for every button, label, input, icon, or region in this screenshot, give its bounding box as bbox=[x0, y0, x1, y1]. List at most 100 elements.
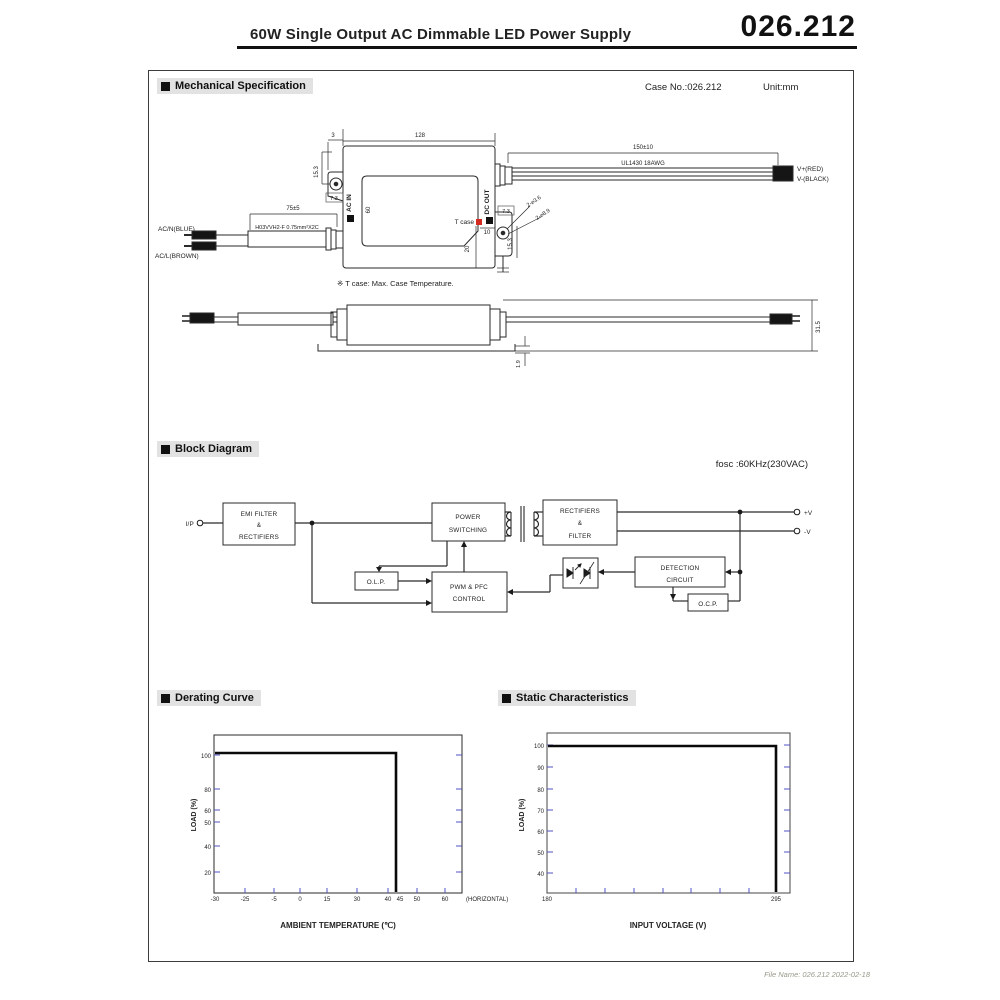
wire-vminus-label: V-(BLACK) bbox=[797, 176, 829, 183]
section-label: Block Diagram bbox=[175, 443, 253, 455]
power-line1: POWER bbox=[455, 514, 480, 521]
output-wire-drawing bbox=[494, 163, 794, 187]
emi-line3: RECTIFIERS bbox=[239, 534, 279, 541]
dc-out-label: DC OUT bbox=[484, 190, 491, 215]
section-static-characteristics: Static Characteristics bbox=[498, 690, 636, 706]
mechanical-drawing: 3 128 15.3 7.3 60 75±5 150±10 7.3 10 20 … bbox=[155, 129, 829, 368]
static-xtick-labels: 180 295 bbox=[542, 897, 782, 903]
ytick: 50 bbox=[537, 851, 544, 857]
section-label: Static Characteristics bbox=[516, 692, 629, 704]
derating-ytick-labels: 100 80 60 50 40 20 bbox=[201, 754, 212, 877]
vminus-terminal-label: -V bbox=[804, 529, 811, 536]
tcase-label: T case bbox=[455, 219, 475, 226]
xtick: 45 bbox=[397, 897, 404, 903]
det-line2: CIRCUIT bbox=[666, 577, 693, 584]
derating-yticks bbox=[214, 754, 462, 873]
det-line1: DETECTION bbox=[661, 565, 700, 572]
static-ylabel: LOAD (%) bbox=[519, 799, 526, 832]
derating-plot-frame bbox=[213, 734, 463, 894]
xtick: -5 bbox=[271, 897, 277, 903]
emi-line2: & bbox=[257, 522, 262, 529]
static-xticks bbox=[575, 888, 750, 893]
derating-xlabel: AMBIENT TEMPERATURE (℃) bbox=[280, 921, 396, 930]
ytick: 100 bbox=[201, 754, 212, 760]
section-marker-icon bbox=[161, 693, 170, 703]
section-marker-icon bbox=[502, 693, 511, 703]
ytick: 80 bbox=[204, 788, 211, 794]
content-frame bbox=[148, 70, 854, 962]
xtick: -25 bbox=[241, 897, 250, 903]
derating-curve-chart: 100 80 60 50 40 20 -30 -25 -5 0 15 30 40… bbox=[191, 734, 509, 930]
section-derating-curve: Derating Curve bbox=[157, 690, 261, 706]
dim-body-inner: 60 bbox=[366, 206, 372, 213]
case-no: Case No.:026.212 bbox=[645, 82, 722, 93]
vplus-terminal-label: +V bbox=[804, 510, 813, 517]
top-view-outline bbox=[327, 145, 513, 273]
tcase-note: ※ T case: Max. Case Temperature. bbox=[337, 279, 454, 288]
static-characteristics-chart: 100 90 80 70 60 50 40 180 295 LOAD (%) I… bbox=[519, 732, 791, 930]
ytick: 50 bbox=[204, 821, 211, 827]
section-block-diagram: Block Diagram bbox=[157, 441, 260, 457]
top-view-labels: AC IN DC OUT AC/N(BLUE) AC/L(BROWN) H03V… bbox=[155, 161, 829, 288]
dimension-lines bbox=[249, 129, 779, 269]
dim-mount-hole-large: 2-⌀8.9 bbox=[535, 208, 552, 222]
block-box-labels: EMI FILTER & RECTIFIERS POWER SWITCHING … bbox=[186, 508, 813, 608]
xtick: 0 bbox=[298, 897, 302, 903]
derating-ylabel: LOAD (%) bbox=[191, 799, 198, 832]
xtick: 40 bbox=[385, 897, 392, 903]
static-ytick-labels: 100 90 80 70 60 50 40 bbox=[534, 744, 545, 878]
section-marker-icon bbox=[161, 81, 170, 91]
unit-label: Unit:mm bbox=[763, 82, 799, 93]
static-yticks bbox=[547, 744, 790, 874]
ytick: 20 bbox=[204, 871, 211, 877]
page-title: 60W Single Output AC Dimmable LED Power … bbox=[250, 26, 632, 43]
xtick: 30 bbox=[354, 897, 361, 903]
optocoupler-icon bbox=[566, 561, 595, 585]
emi-line1: EMI FILTER bbox=[241, 511, 278, 518]
pwm-line1: PWM & PFC bbox=[450, 584, 488, 591]
dim-hole-left: 7.3 bbox=[330, 196, 338, 202]
xtick: 295 bbox=[771, 897, 782, 903]
dim-plate-thickness: 1.9 bbox=[516, 360, 522, 368]
ytick: 100 bbox=[534, 744, 545, 750]
ac-in-label: AC IN bbox=[346, 194, 353, 212]
xtick: 180 bbox=[542, 897, 553, 903]
derating-xticks bbox=[244, 888, 446, 893]
input-cable-label: H03VVH2-F 0.75mm²X2C bbox=[255, 225, 319, 231]
dim-tab-height-right: 15.3 bbox=[508, 238, 514, 250]
dim-tab-offset: 3 bbox=[331, 133, 335, 139]
wire-vplus-label: V+(RED) bbox=[797, 166, 823, 173]
static-curve-line bbox=[548, 744, 778, 892]
rect-line3: FILTER bbox=[569, 533, 592, 540]
ytick: 80 bbox=[537, 788, 544, 794]
pwm-line2: CONTROL bbox=[453, 596, 486, 603]
block-terminals bbox=[196, 508, 801, 535]
xtick: 60 bbox=[442, 897, 449, 903]
transformer-symbol bbox=[505, 506, 540, 542]
block-arrowheads bbox=[309, 509, 743, 606]
xtick: 15 bbox=[324, 897, 331, 903]
ytick: 60 bbox=[537, 830, 544, 836]
wire-acn-label: AC/N(BLUE) bbox=[158, 226, 195, 233]
rect-line2: & bbox=[578, 520, 583, 527]
static-plot-frame bbox=[546, 732, 791, 894]
side-view-dimensions bbox=[503, 299, 818, 366]
footer-file-info: File Name: 026.212 2022-02-18 bbox=[764, 970, 870, 979]
block-diagram: EMI FILTER & RECTIFIERS POWER SWITCHING … bbox=[186, 499, 813, 613]
xtick: -30 bbox=[211, 897, 220, 903]
dim-mount-hole-small: 2-⌀3.6 bbox=[526, 195, 543, 209]
dim-hole-right: 7.3 bbox=[502, 209, 510, 215]
ytick: 90 bbox=[537, 766, 544, 772]
section-mechanical-specification: Mechanical Specification bbox=[157, 78, 313, 94]
rect-line1: RECTIFIERS bbox=[560, 508, 600, 515]
model-number: 026.212 bbox=[740, 10, 856, 43]
fosc-label: fosc :60KHz(230VAC) bbox=[715, 459, 808, 470]
dim-tcase-x: 10 bbox=[484, 230, 491, 236]
section-label: Mechanical Specification bbox=[175, 80, 306, 92]
derating-xtick-labels: -30 -25 -5 0 15 30 40 45 50 60 (HORIZONT… bbox=[211, 897, 509, 903]
input-wire-drawing bbox=[184, 227, 344, 251]
xtick: 50 bbox=[414, 897, 421, 903]
dim-tab-height: 15.3 bbox=[314, 166, 320, 178]
ytick: 60 bbox=[204, 809, 211, 815]
